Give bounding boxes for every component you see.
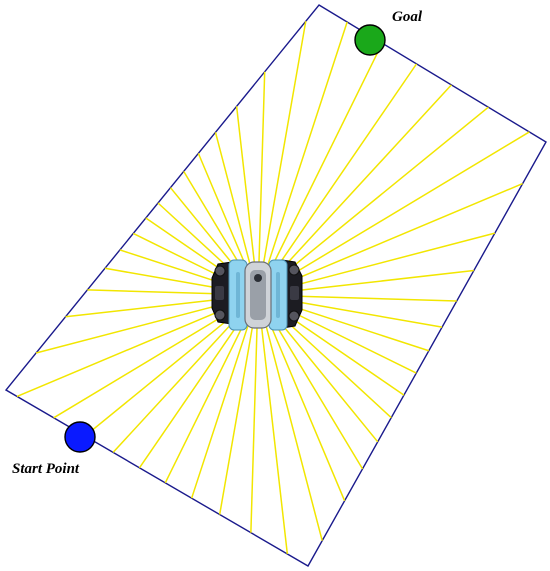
start-marker-icon: [64, 421, 96, 453]
sensor-ray: [266, 316, 346, 502]
sensor-ray: [138, 314, 246, 469]
sensor-ray: [235, 106, 257, 272]
goal-marker-icon: [354, 24, 386, 56]
sensor-ray: [280, 301, 430, 352]
sensor-ray: [53, 306, 238, 419]
start-point-label: Start Point: [12, 461, 80, 477]
sensor-ray: [84, 309, 240, 437]
sensor-ray: [112, 312, 243, 453]
sensor-ray: [264, 21, 348, 273]
sensor-ray: [87, 289, 235, 296]
sensor-ray: [164, 316, 249, 484]
sensor-ray: [269, 315, 364, 470]
sensor-ray: [281, 294, 457, 302]
goal-label: Goal: [392, 9, 422, 25]
sensor-ray: [190, 317, 252, 499]
sensor-ray: [263, 318, 323, 541]
robot-icon: [211, 259, 303, 331]
sensor-ray: [214, 132, 253, 272]
sensor-ray: [65, 296, 235, 318]
sensor-ray: [279, 182, 523, 287]
sensor-ray: [278, 131, 530, 284]
robot-camera: [254, 274, 262, 282]
sensor-ray: [257, 71, 266, 272]
robot-left-wheel-top: [214, 265, 226, 277]
sensor-ray: [183, 171, 247, 275]
sensor-ray: [35, 300, 235, 354]
sensor-ray: [259, 318, 289, 555]
environment-boundary: [4, 4, 547, 567]
sensor-ray: [272, 313, 379, 443]
sensor-ray: [261, 21, 307, 272]
sensor-ray: [218, 318, 255, 515]
robot-right-wheel-top: [288, 264, 300, 276]
sensor-ray: [273, 84, 452, 278]
sensor-ray: [276, 106, 489, 281]
sensor-ray: [281, 232, 496, 290]
robot-left-slot: [215, 286, 224, 300]
robot-left-wheel-bottom: [214, 309, 226, 321]
sensor-ray: [16, 303, 237, 398]
sensor-ray: [197, 153, 250, 274]
sensor-ray: [281, 269, 474, 294]
sensor-ray: [267, 42, 383, 274]
sensor-ray: [279, 304, 417, 374]
robot-right-strip: [276, 272, 280, 318]
sensor-ray: [281, 298, 443, 328]
robot-left-strip: [236, 272, 240, 318]
sensor-ray: [250, 318, 259, 533]
ray-sensor-lines: [16, 21, 530, 555]
sensor-ray: [275, 310, 392, 419]
robot-right-slot: [290, 286, 299, 300]
robot-right-wheel-bottom: [288, 310, 300, 322]
sensor-ray: [270, 63, 418, 276]
robot-center-core: [250, 270, 266, 320]
sensor-ray: [277, 307, 405, 396]
